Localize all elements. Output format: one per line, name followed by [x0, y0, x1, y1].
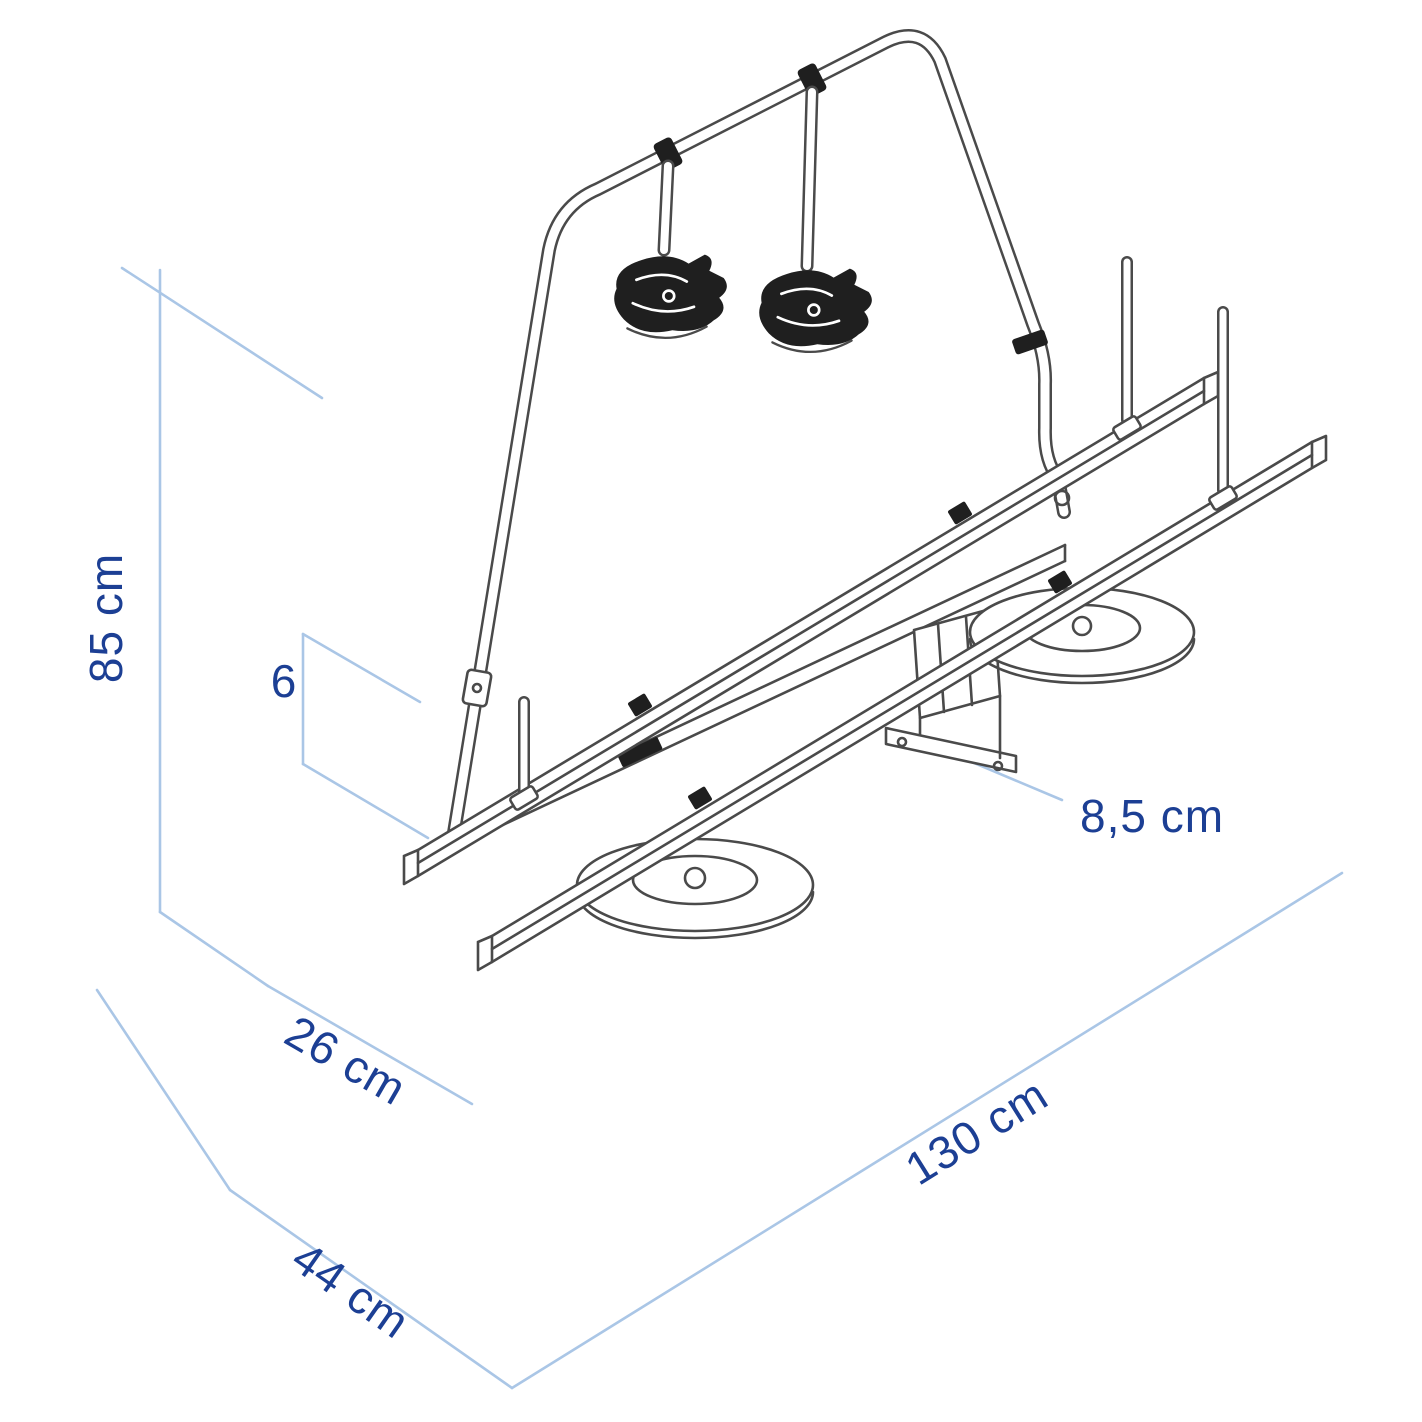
dim-label-26cm: 26 cm	[277, 1005, 416, 1115]
dim-ext-6-top	[301, 632, 422, 704]
dim-line-130cm	[510, 871, 1344, 1390]
frame-holder-left	[614, 137, 727, 340]
wheel-rail-rear	[402, 370, 1220, 886]
holder-clamp-jaw	[759, 268, 872, 347]
wheel-post-right-front	[1208, 306, 1238, 511]
dim-ext-6-bottom	[301, 762, 430, 840]
dim-line-26cm	[266, 984, 474, 1106]
wheel-rail-front	[476, 434, 1328, 972]
dim-ext-bottom-left	[158, 910, 270, 988]
frame-holder-right	[759, 63, 872, 354]
wheel-post-left	[509, 696, 539, 811]
wheel-post-right-rear	[1112, 256, 1142, 441]
dim-label-8-5cm: 8,5 cm	[1080, 790, 1224, 842]
hoop-hinge-joint	[461, 668, 493, 708]
hoop-elbow-joint	[1053, 489, 1071, 507]
dim-ext-top-left	[120, 266, 324, 400]
hoop-right-collar	[1012, 329, 1048, 355]
holder-clamp-jaw	[614, 254, 727, 333]
hoop-frame	[445, 29, 1071, 852]
beam-logo-plate	[617, 737, 663, 767]
dim-label-85cm: 85 cm	[80, 553, 132, 683]
dim-line-44cm	[228, 1188, 514, 1390]
carrier-drawing-group	[402, 29, 1328, 972]
holder-collar	[797, 63, 827, 97]
dim-label-130cm: 130 cm	[896, 1068, 1057, 1195]
dim-label-6: 6	[271, 655, 298, 707]
dim-ext-left-lower	[95, 988, 232, 1192]
holder-collar	[653, 137, 683, 171]
dim-label-44cm: 44 cm	[283, 1231, 420, 1348]
